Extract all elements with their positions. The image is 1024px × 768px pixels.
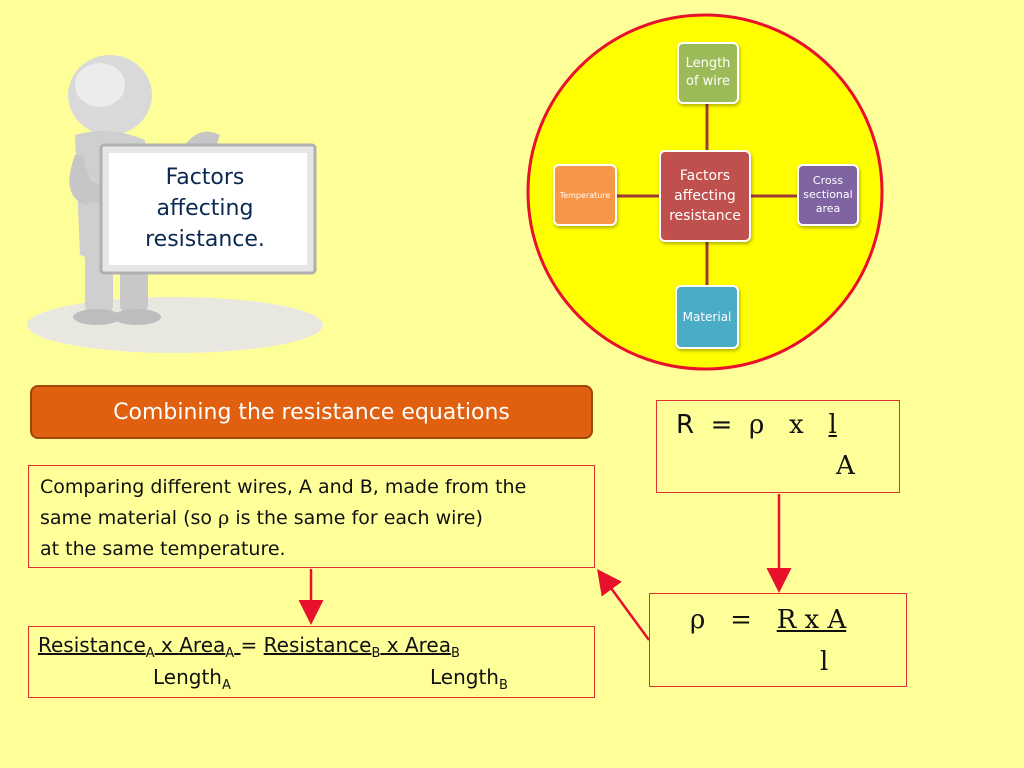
ratio-equation-box — [28, 626, 595, 698]
section-banner: Combining the resistance equations — [30, 385, 593, 439]
ratio-numerator: ResistanceA x AreaA = ResistanceB x Area… — [38, 633, 460, 661]
arrow-to-comparison — [597, 568, 651, 641]
node-area-line: Cross — [812, 174, 844, 187]
node-length: Length of wire — [677, 42, 739, 104]
ratio-denominator-a: LengthA — [153, 665, 231, 693]
node-temperature-label: Temperature — [559, 190, 611, 200]
comparison-line: same material (so ρ is the same for each… — [40, 507, 483, 529]
equation-resistance-bottom: A — [836, 451, 855, 481]
comparison-line: at the same temperature. — [40, 538, 286, 560]
mindmap: Factors affecting resistance Length of w… — [525, 12, 885, 372]
equation-resistivity-box — [649, 593, 907, 687]
node-area-line: area — [815, 202, 841, 215]
sign-line: Factors — [165, 165, 245, 190]
node-material-label: Material — [682, 310, 732, 324]
ratio-denominator-b: LengthB — [430, 665, 508, 693]
node-center-line: Factors — [679, 168, 731, 184]
node-area-line: sectional — [803, 188, 853, 201]
node-material: Material — [675, 285, 739, 349]
sign-text: Factors affecting resistance. — [105, 162, 305, 262]
equation-resistance-top: R = ρ x l — [676, 410, 837, 440]
comparison-text: Comparing different wires, A and B, made… — [40, 472, 585, 565]
node-center: Factors affecting resistance — [659, 150, 751, 242]
comparison-box — [28, 465, 595, 568]
comparison-line: Comparing different wires, A and B, made… — [40, 476, 527, 498]
node-center-line: affecting — [674, 188, 736, 204]
figure-holding-sign — [27, 55, 323, 353]
banner-title: Combining the resistance equations — [113, 399, 510, 425]
equation-resistivity-bottom: l — [820, 647, 829, 677]
equation-resistivity-top: ρ = R x A — [690, 605, 847, 635]
sign-line: resistance. — [145, 227, 265, 252]
node-length-line: of wire — [686, 74, 730, 89]
node-temperature: Temperature — [553, 164, 617, 226]
node-center-line: resistance — [669, 208, 741, 224]
sign-line: affecting — [156, 196, 254, 221]
node-cross-sectional-area: Cross sectional area — [797, 164, 859, 226]
node-length-line: Length — [685, 56, 731, 71]
equation-resistance-box — [656, 400, 900, 493]
